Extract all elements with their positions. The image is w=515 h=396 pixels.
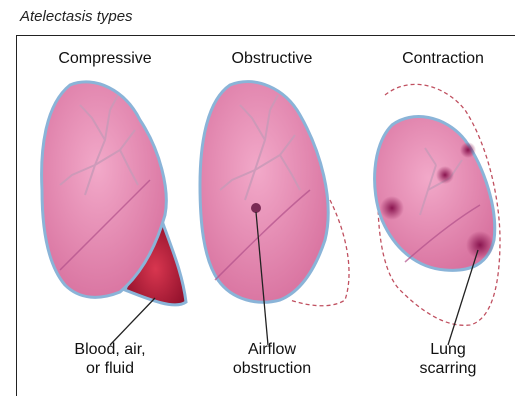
label-airflow-obstruction: Airflow obstruction xyxy=(207,340,337,378)
scar-spot xyxy=(460,142,476,158)
scar-spot xyxy=(380,196,404,220)
obstructive-lung xyxy=(200,82,349,345)
compressive-lung xyxy=(42,82,186,345)
fluid-pointer xyxy=(110,298,155,345)
label-blood-air-fluid: Blood, air, or fluid xyxy=(45,340,175,378)
collapsed-lung-shape xyxy=(200,82,328,303)
scar-spot xyxy=(466,231,494,259)
contraction-lung xyxy=(375,84,500,345)
scar-spot xyxy=(436,166,454,184)
obstruction-plug xyxy=(251,203,261,213)
atelectasis-diagram xyxy=(0,0,515,383)
label-lung-scarring: Lung scarring xyxy=(383,340,513,378)
